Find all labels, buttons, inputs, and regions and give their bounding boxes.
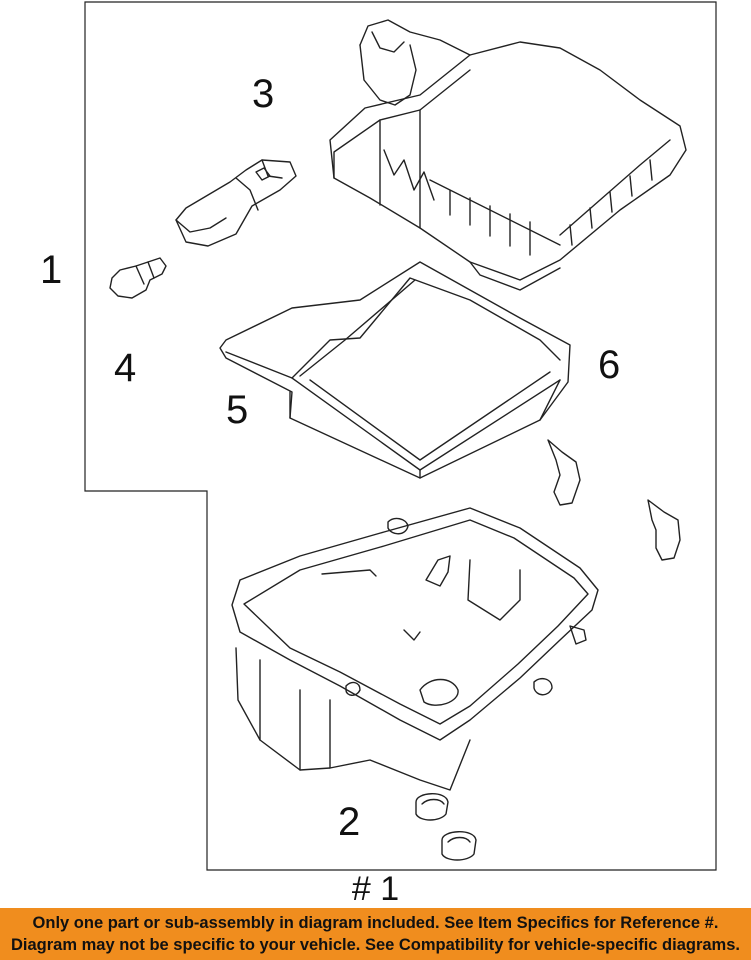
retaining-clips: [547, 439, 681, 561]
callout-3: 3: [252, 72, 275, 116]
mounting-screw: [109, 257, 167, 299]
air-cleaner-housing: [231, 507, 599, 791]
disclaimer-line-2: Diagram may not be specific to your vehi…: [11, 936, 740, 954]
callout-1: 1: [40, 248, 63, 292]
callout-6: 6: [598, 343, 621, 387]
grommets: [415, 793, 477, 861]
callout-2: 2: [338, 800, 361, 844]
air-cleaner-cover: [329, 19, 687, 291]
assembly-frame: [84, 1, 717, 871]
disclaimer-banner: Only one part or sub-assembly in diagram…: [0, 908, 751, 960]
air-filter-element: [219, 261, 571, 479]
reference-number: # 1: [351, 870, 400, 908]
mass-airflow-sensor: [175, 159, 297, 247]
callout-4: 4: [114, 346, 137, 390]
disclaimer-line-1: Only one part or sub-assembly in diagram…: [32, 914, 719, 932]
callout-5: 5: [226, 388, 249, 432]
